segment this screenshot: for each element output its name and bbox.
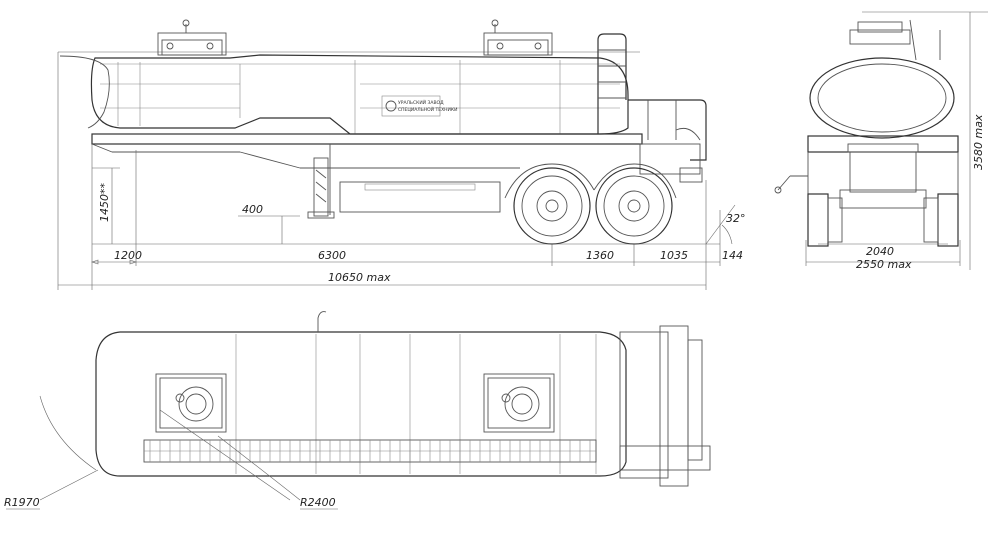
dim-1450: 1450** (98, 183, 111, 222)
logo-plate: УРАЛЬСКИЙ ЗАВОД СПЕЦИАЛЬНОЙ ТЕХНИКИ (381, 95, 458, 117)
rear-wheel-left (807, 193, 829, 247)
rear-view: 3580 max 2040 2550 max (774, 11, 988, 271)
dim-2040: 2040 (866, 245, 894, 258)
hatch-front (157, 19, 227, 56)
dim-1200: 1200 (114, 249, 142, 262)
rear-wheel-right (937, 193, 959, 247)
landing-gear (307, 157, 335, 219)
dim-r1970: R1970 (4, 496, 40, 509)
tank-body (90, 54, 629, 135)
tank-top-outline (95, 331, 627, 477)
dim-10650: 10650 max (328, 271, 391, 284)
rear-platform (628, 99, 707, 161)
hatch-rear (483, 19, 553, 56)
dim-1360: 1360 (586, 249, 614, 262)
top-hatch-1 (155, 373, 227, 433)
wheel-1 (513, 167, 591, 245)
dim-400: 400 (242, 203, 263, 216)
ladder-rear (597, 33, 627, 134)
dim-3580: 3580 max (972, 114, 985, 170)
logo-line1: УРАЛЬСКИЙ ЗАВОД (398, 99, 444, 106)
dim-1035: 1035 (660, 249, 688, 262)
tank-rear-oval (809, 57, 955, 139)
logo-line2: СПЕЦИАЛЬНОЙ ТЕХНИКИ (398, 106, 458, 113)
chassis-frame (91, 133, 643, 145)
side-view: УРАЛЬСКИЙ ЗАВОД СПЕЦИАЛЬНОЙ ТЕХНИКИ 1450… (57, 19, 746, 290)
dim-angle: 32° (726, 212, 746, 225)
dim-6300: 6300 (318, 249, 346, 262)
wheel-2 (595, 167, 673, 245)
dim-144: 144 (722, 249, 743, 262)
top-view: R1970 R2400 (4, 311, 711, 510)
dim-r2400: R2400 (300, 496, 336, 509)
top-hatch-2 (483, 373, 555, 433)
dim-2550: 2550 max (856, 258, 912, 271)
side-box (339, 181, 501, 213)
